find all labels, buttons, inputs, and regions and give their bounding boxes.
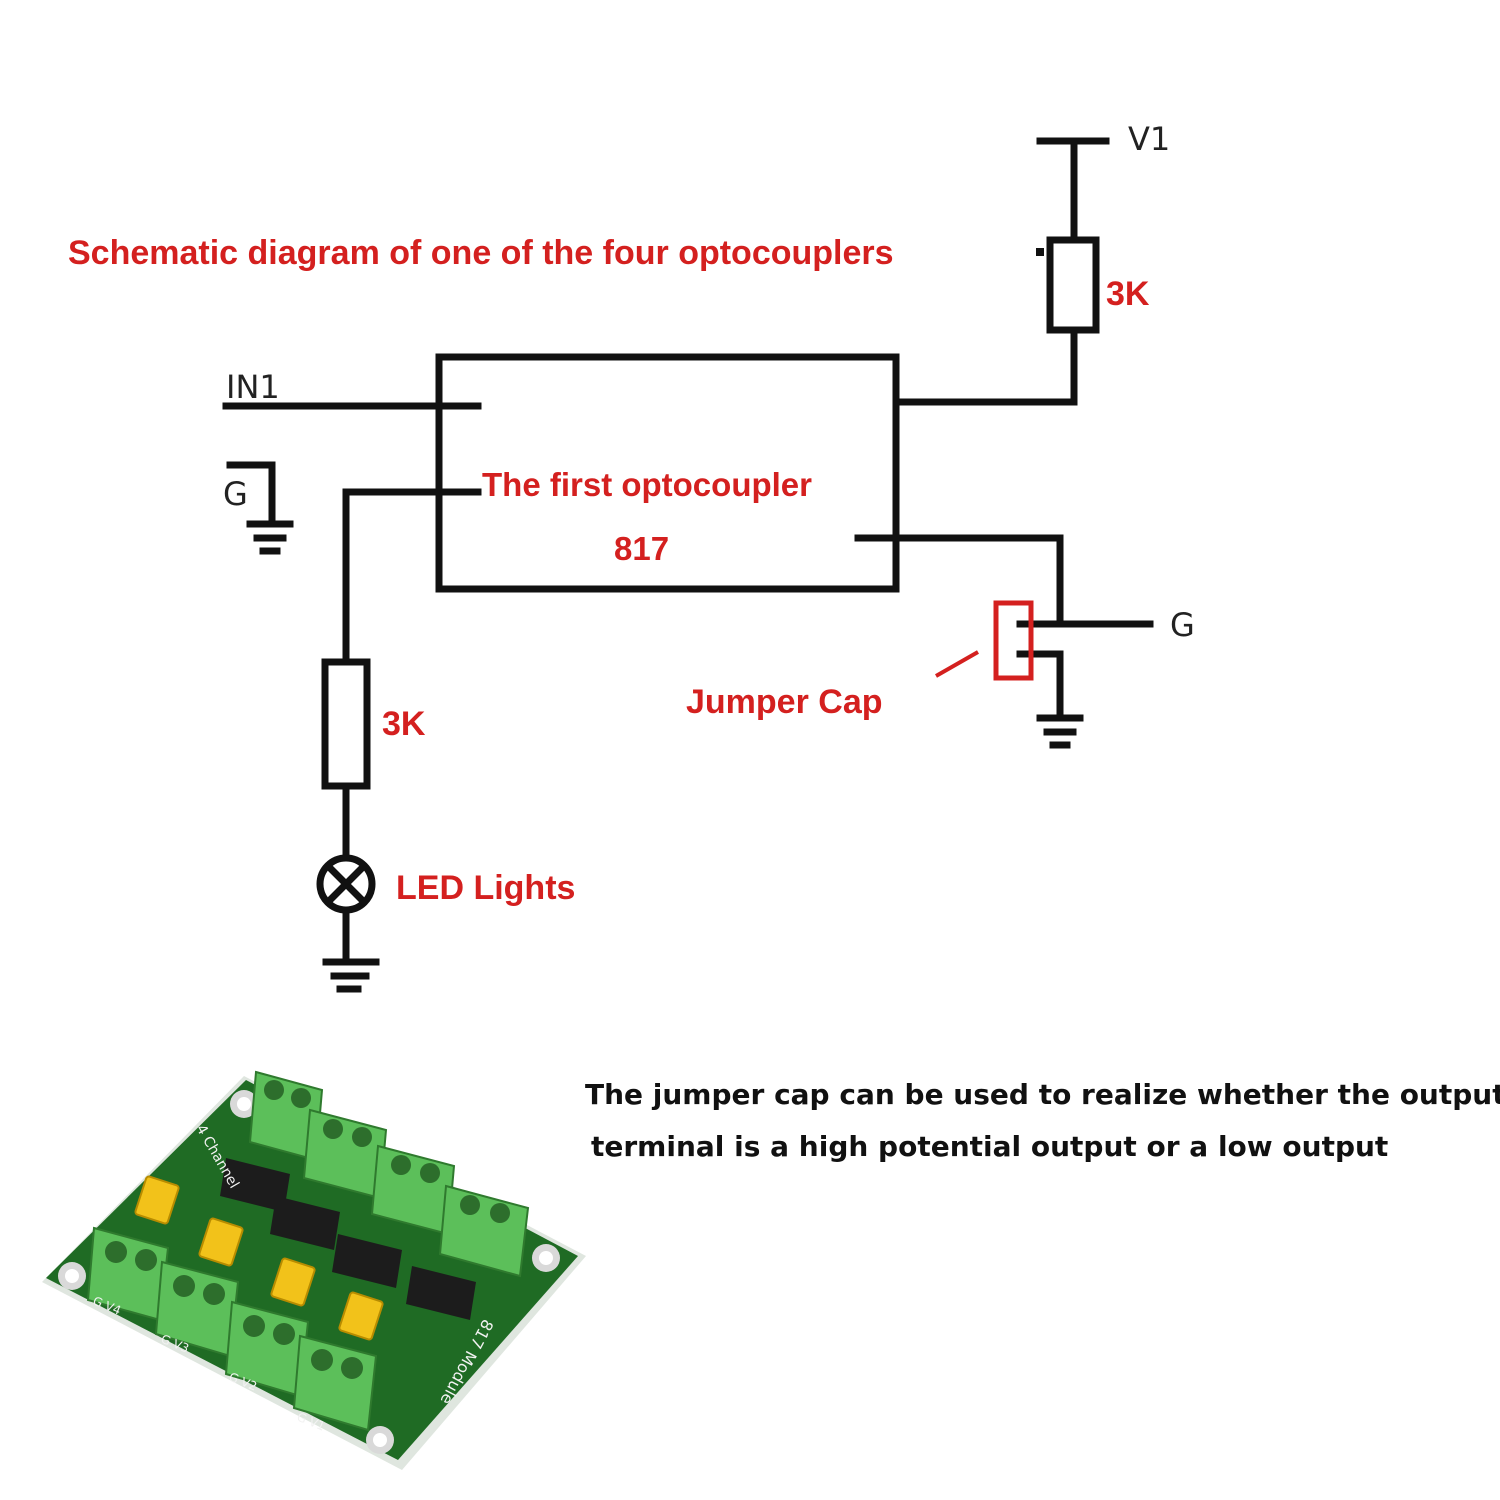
g-left-label: G — [223, 475, 248, 513]
optocoupler-box — [435, 353, 900, 593]
resistor-left-value: 3K — [382, 705, 426, 743]
led-label: LED Lights — [396, 869, 575, 907]
anode-wire — [342, 488, 482, 666]
resistor-left — [321, 658, 371, 790]
optocoupler-name: The first optocoupler — [482, 466, 812, 503]
jumper-cap-pointer — [935, 650, 979, 678]
in1-label: IN1 — [226, 368, 280, 406]
resistor-top-dot — [1036, 248, 1044, 256]
diagram-title: Schematic diagram of one of the four opt… — [68, 234, 894, 272]
g-right-label: G — [1170, 606, 1195, 644]
ground-symbol-left — [246, 520, 294, 555]
ground-symbol-led — [322, 958, 380, 993]
ground-symbol-right — [1036, 714, 1084, 749]
jumper-cap-label: Jumper Cap — [686, 683, 883, 721]
v1-label: V1 — [1128, 120, 1170, 158]
optocoupler-chip — [220, 1158, 476, 1320]
optocoupler-module-board: 817 Module 4 Channel G V1 G V2 G V3 G V4 — [42, 1070, 586, 1470]
optocoupler-part: 817 — [614, 530, 669, 567]
terminal-screw-top — [264, 1080, 510, 1223]
caption-line-1: The jumper cap can be used to realize wh… — [585, 1078, 1500, 1111]
caption-line-2: terminal is a high potential output or a… — [591, 1130, 1389, 1163]
terminal-screw-bottom — [105, 1241, 363, 1379]
g-left-wire — [226, 461, 276, 528]
caption: The jumper cap can be used to realize wh… — [585, 1072, 1500, 1176]
led-lamp-icon — [316, 854, 376, 914]
jumper-yellow-icon — [134, 1175, 384, 1341]
emitter-wire — [854, 534, 1064, 628]
jumper-ground-wire — [1016, 650, 1064, 722]
jumper-cap-icon — [993, 600, 1034, 681]
resistor-top-value: 3K — [1106, 275, 1150, 313]
resistor-top — [1046, 236, 1100, 334]
mounting-hole-icon — [58, 1090, 560, 1454]
collector-wire — [854, 326, 1078, 406]
